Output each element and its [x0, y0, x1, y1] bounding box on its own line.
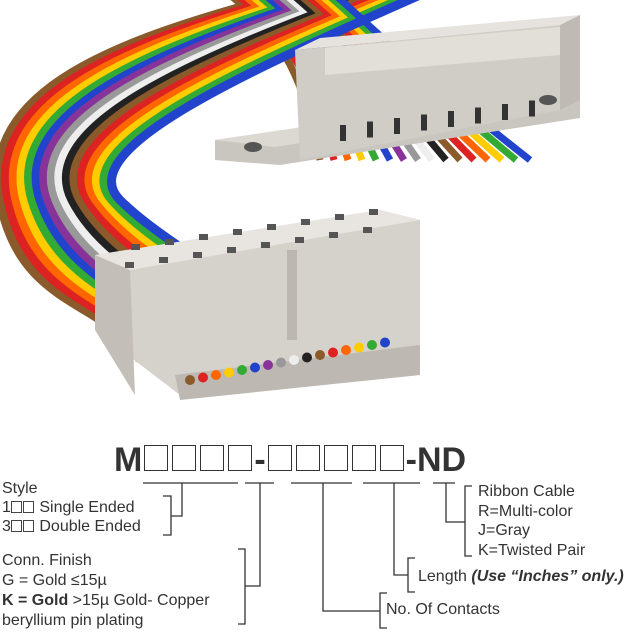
- wire-end: [289, 355, 299, 365]
- placeholder-box: [267, 444, 292, 471]
- wire-end: [302, 352, 312, 363]
- slot: [502, 104, 508, 120]
- cable-title: Ribbon Cable: [478, 483, 575, 500]
- cable-assembly-photo: [0, 0, 580, 400]
- slot: [448, 111, 454, 127]
- slot: [421, 114, 427, 131]
- contact-hole: [363, 227, 372, 233]
- placeholder-box: [200, 444, 225, 471]
- wire: [0, 0, 284, 363]
- wire-end: [185, 375, 195, 385]
- contact-hole: [233, 229, 242, 235]
- finish-option-k-note: beryllium pin plating: [2, 612, 144, 629]
- style-option-single: 1 Single Ended: [2, 499, 135, 516]
- contact-hole: [199, 234, 208, 240]
- placeholder-box: [228, 444, 253, 471]
- placeholder-box: [295, 444, 320, 471]
- contact-hole: [125, 262, 134, 268]
- placeholder-box: [323, 444, 348, 471]
- part-number-prefix: M: [114, 441, 143, 479]
- contact-hole: [261, 242, 270, 248]
- wire-end: [263, 360, 273, 370]
- wire-end: [276, 357, 286, 368]
- contacts-label: No. Of Contacts: [386, 601, 500, 618]
- contact-hole: [165, 239, 174, 245]
- wire-end: [224, 367, 234, 378]
- wire-end: [328, 347, 338, 358]
- placeholder-box: [144, 444, 169, 471]
- finish-option-k: K = Gold >15µ Gold- Copper: [2, 592, 210, 609]
- slot: [367, 121, 373, 138]
- part-number-group2: [266, 441, 406, 480]
- wire-end: [341, 345, 351, 355]
- top-connector-slots: [340, 100, 535, 141]
- cable-option-r: R=Multi-color: [478, 503, 573, 520]
- wire-end: [315, 350, 325, 360]
- part-number-group1: [142, 441, 254, 480]
- contact-hole: [227, 247, 236, 253]
- style-option-double: 3 Double Ended: [2, 518, 141, 535]
- wire-end: [211, 370, 221, 380]
- finish-option-g: G = Gold ≤15µ: [2, 572, 107, 589]
- contact-hole: [301, 219, 310, 225]
- placeholder-box: [379, 444, 404, 471]
- style-title: Style: [2, 480, 38, 497]
- contact-hole: [295, 237, 304, 243]
- contact-hole: [131, 244, 140, 250]
- placeholder-box: [351, 444, 376, 471]
- contact-hole: [329, 232, 338, 238]
- contact-hole: [335, 214, 344, 220]
- wire-end: [354, 342, 364, 353]
- placeholder-box: [172, 444, 197, 471]
- bottom-connector: [95, 210, 420, 400]
- slot: [475, 107, 481, 124]
- part-number-separator: -: [254, 441, 266, 479]
- length-label: Length (Use “Inches” only.): [418, 568, 624, 585]
- cable-option-j: J=Gray: [478, 522, 531, 539]
- slot: [394, 118, 400, 134]
- wire-end: [237, 365, 247, 375]
- cable-option-k: K=Twisted Pair: [478, 542, 586, 559]
- wire-end: [198, 372, 208, 383]
- finish-title: Conn. Finish: [2, 552, 92, 569]
- bottom-connector-holes: [125, 209, 390, 385]
- contact-hole: [159, 257, 168, 263]
- slot: [529, 100, 535, 117]
- wire-end: [367, 340, 377, 350]
- wire-end: [250, 362, 260, 373]
- wire-end: [380, 337, 390, 348]
- part-number-suffix: -ND: [405, 441, 467, 479]
- slot: [340, 125, 346, 141]
- part-number-template: M - -ND: [114, 440, 466, 480]
- contact-hole: [267, 224, 276, 230]
- contact-hole: [193, 252, 202, 258]
- contact-hole: [369, 209, 378, 215]
